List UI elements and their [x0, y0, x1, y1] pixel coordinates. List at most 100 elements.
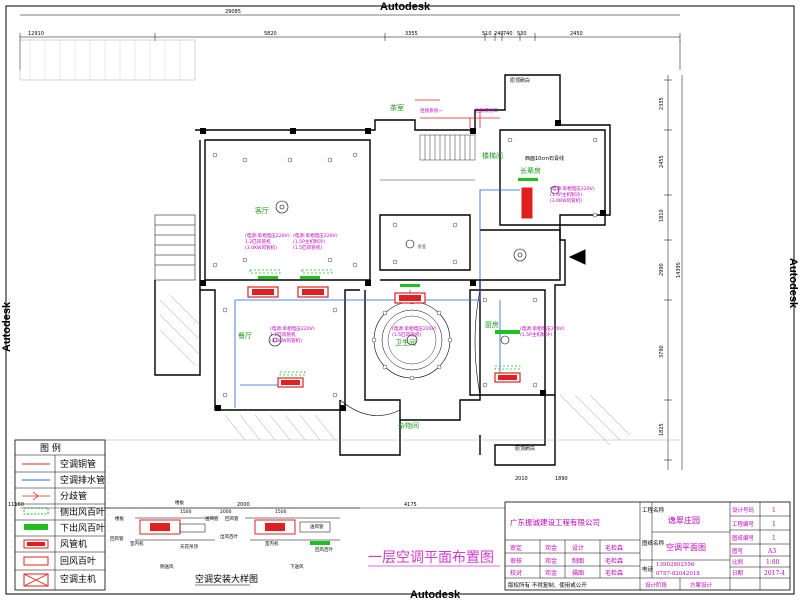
svg-text:1: 1 [772, 535, 776, 542]
svg-text:1500: 1500 [180, 509, 192, 515]
vrv-label-1: 连接系统一 [420, 107, 443, 114]
svg-text:图号: 图号 [732, 547, 744, 555]
dim-top-7: 530 [517, 31, 527, 37]
svg-text:毛检森: 毛检森 [605, 569, 623, 577]
svg-text:(电源:单相电压220V): (电源:单相电压220V) [245, 232, 290, 239]
svg-text:审核: 审核 [510, 557, 522, 565]
svg-text:邓金: 邓金 [545, 557, 557, 565]
dim-right-4: 2990 [659, 263, 665, 276]
svg-text:(1.5匹风管机): (1.5匹风管机) [392, 331, 421, 338]
svg-text:(电源:单相电压220V): (电源:单相电压220V) [392, 325, 437, 332]
watermark-left: Autodesk [1, 301, 13, 352]
phone-1: 13902802556 [656, 562, 695, 568]
watermark-bottom: Autodesk [410, 589, 461, 600]
title-block: 广东振诚建设工程有限公司 工程名称 逸翠庄园 图纸名称 空调平面图 审定 邓金 … [504, 501, 791, 591]
legend-item-copper: 空调铜管 [60, 458, 96, 470]
watermark-top: Autodesk [380, 1, 431, 13]
copyright-note: 版权所有 不得复制、使用或公开 [508, 581, 587, 589]
dim-right-6: 1825 [659, 423, 665, 436]
dim-top-5: 240 [494, 31, 504, 37]
installation-detail: 楼板 1500 2000 1500 楼板 送风管 室内机 天花吊顶 侧送风 出风… [105, 499, 360, 586]
svg-text:比例: 比例 [732, 558, 744, 566]
company-name: 广东振诚建设工程有限公司 [510, 517, 600, 527]
svg-text:(1.5P主机制冷): (1.5P主机制冷) [520, 331, 552, 338]
direction-arrow [568, 249, 586, 265]
dim-bottom-1: 11160 [8, 502, 24, 508]
dim-bottom-2: 2000 [237, 502, 250, 508]
dim-right-2: 2455 [659, 155, 665, 168]
svg-text:楼板: 楼板 [175, 499, 184, 506]
svg-text:(3.0KW风管机): (3.0KW风管机) [245, 244, 277, 251]
svg-text:2000: 2000 [220, 509, 232, 515]
dim-top-total: 29085 [225, 9, 241, 15]
drawing-frame [5, 5, 795, 595]
svg-text:方案设计: 方案设计 [690, 581, 713, 589]
svg-text:2017-4: 2017-4 [764, 570, 785, 577]
room-label-dining: 餐厅 [238, 331, 252, 340]
spec-block-round: (电源:单相电压220V) (1.5匹风管机) [392, 325, 437, 338]
svg-text:A3: A3 [767, 548, 776, 555]
legend-item-down-grille: 下出风百叶 [60, 522, 105, 534]
dim-top-6: 740 [503, 31, 513, 37]
room-label-tea: 茶室 [390, 103, 404, 112]
svg-text:制图: 制图 [572, 557, 584, 565]
svg-text:侧送风: 侧送风 [160, 563, 174, 570]
legend-item-duct-unit: 风管机 [60, 538, 87, 550]
svg-text:设计阶段: 设计阶段 [645, 581, 668, 589]
svg-text:天花吊顶: 天花吊顶 [180, 543, 198, 550]
watermark-right: Autodesk [787, 258, 799, 309]
dim-top-2: 5820 [264, 31, 277, 37]
svg-text:(1.5P主机制冷): (1.5P主机制冷) [293, 238, 325, 245]
svg-text:邓金: 邓金 [545, 544, 557, 552]
dim-right-1: 2335 [659, 97, 665, 110]
dim-top-4: 510 [482, 31, 492, 37]
legend-item-branch: 分歧管 [60, 490, 87, 502]
legend: 图 例 空调铜管 空调排水管 分歧管 侧出风百叶 下出风百叶 风管机 回风百叶 … [14, 439, 106, 591]
svg-text:(电源:单相电压220V): (电源:单相电压220V) [293, 232, 338, 239]
svg-text:1500: 1500 [275, 509, 287, 515]
svg-text:1: 1 [772, 507, 776, 514]
svg-text:毛检森: 毛检森 [605, 557, 623, 565]
svg-text:回风管: 回风管 [110, 535, 124, 542]
svg-text:设计号码: 设计号码 [732, 506, 755, 514]
svg-text:室内机: 室内机 [265, 540, 279, 547]
dim-right-3: 1810 [659, 209, 665, 222]
room-label-stair: 楼梯间 [482, 151, 503, 160]
project-name: 逸翠庄园 [668, 515, 700, 525]
svg-text:回风百叶: 回风百叶 [315, 546, 333, 553]
svg-text:工程名称: 工程名称 [642, 506, 665, 514]
svg-text:校对: 校对 [510, 569, 522, 577]
svg-text:1: 1 [772, 521, 776, 528]
plan-walls [154, 74, 611, 466]
room-label-bedroom: 卧室 [418, 243, 426, 249]
dim-bottom-4: 2010 [515, 476, 528, 482]
svg-text:设计: 设计 [572, 544, 584, 552]
svg-text:室内机: 室内机 [130, 540, 144, 547]
spec-block-living: (电源:单相电压220V) 1.2匹风管机 (3.0KW风管机) (电源:单相电… [245, 232, 338, 251]
svg-text:毛检森: 毛检森 [605, 544, 623, 552]
svg-text:(3.0KW风管机): (3.0KW风管机) [270, 337, 302, 344]
dim-top-1: 12910 [28, 31, 44, 37]
phone-2: 0757-82042018 [656, 571, 700, 577]
svg-text:1.2匹风管机: 1.2匹风管机 [270, 331, 296, 338]
spec-block-kitchen: (电源:单相电压220V) (1.5P主机制冷) [520, 325, 565, 338]
svg-text:图纸名称: 图纸名称 [642, 539, 665, 547]
drain-pipes [234, 189, 520, 408]
room-label-kitchen: 厨房 [485, 320, 499, 329]
svg-text:1:80: 1:80 [766, 559, 780, 566]
svg-text:工程编号: 工程编号 [732, 520, 755, 528]
ac-unit-elder [521, 187, 533, 219]
vrv-label-2: 连接系统二 [475, 107, 498, 114]
legend-item-drain: 空调排水管 [60, 474, 105, 486]
svg-text:楼板: 楼板 [115, 515, 124, 522]
svg-text:送风管: 送风管 [205, 515, 219, 522]
svg-text:描图: 描图 [572, 569, 584, 577]
svg-text:回风管: 回风管 [225, 515, 239, 522]
svg-text:(电源:单相电压220V): (电源:单相电压220V) [550, 185, 595, 192]
room-label-gypsum: 西面10cm石膏线 [525, 155, 564, 162]
svg-text:电话: 电话 [642, 565, 654, 573]
dim-top-8: 2450 [570, 31, 583, 37]
svg-text:送风管: 送风管 [310, 523, 324, 530]
legend-item-side-grille: 侧出风百叶 [60, 506, 105, 518]
